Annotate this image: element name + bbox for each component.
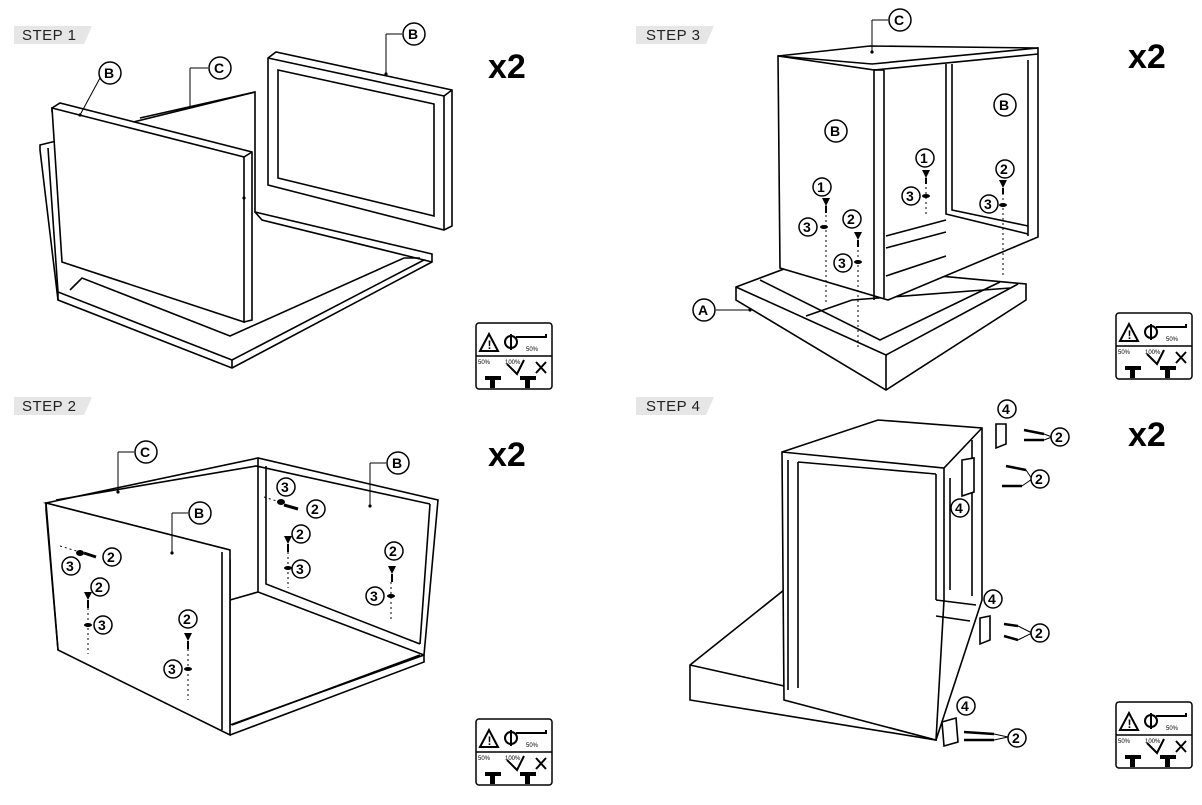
svg-text:2: 2 [1035,625,1043,641]
svg-text:2: 2 [1012,730,1020,746]
step-3-callout-c: C [871,8,912,52]
step-4-hardware: 4 2 2 4 4 2 4 [941,399,1070,748]
svg-text:50%: 50% [526,743,539,749]
svg-text:2: 2 [389,543,397,559]
step-3-base-a [735,262,1027,391]
step-2-callout-c: C [117,440,158,492]
svg-text:4: 4 [1002,401,1010,417]
step-2-hardware: 2 3 2 3 2 3 3 2 2 [59,477,404,700]
svg-text:3: 3 [98,617,106,633]
step-1-warning-badge: 50% 50% 100% [475,322,553,390]
svg-text:3: 3 [296,561,304,577]
svg-text:C: C [894,12,904,28]
step-3-callout-a: A [692,298,750,322]
step-3-label: STEP 3 [646,27,700,44]
svg-text:4: 4 [988,591,996,607]
step-3-callout-b-left: B [824,119,848,143]
svg-text:2: 2 [847,211,855,227]
svg-text:B: B [392,455,402,471]
svg-text:4: 4 [955,500,963,516]
step-1-panel: STEP 1 x2 B [14,22,553,390]
step-2-warning-badge: 50% 50% 100% [475,718,553,786]
step-3-carcass [777,45,1039,301]
svg-text:2: 2 [183,611,191,627]
svg-text:4: 4 [961,698,969,714]
svg-text:1: 1 [817,179,825,195]
step-3-multiplier: x2 [1128,38,1166,76]
svg-text:2: 2 [1055,429,1063,445]
svg-text:B: B [999,97,1009,113]
svg-text:B: B [194,505,204,521]
svg-text:2: 2 [296,526,304,542]
step-2-multiplier: x2 [488,436,526,474]
svg-text:3: 3 [168,661,176,677]
step-4-panel: STEP 4 x2 4 2 [636,397,1193,769]
svg-text:3: 3 [370,588,378,604]
step-4-label: STEP 4 [646,398,700,415]
svg-text:50%: 50% [478,360,491,366]
svg-text:50%: 50% [1118,350,1131,356]
step-1-label: STEP 1 [22,27,76,44]
step-2-box [42,457,439,737]
svg-text:100%: 100% [1145,739,1161,745]
svg-text:2: 2 [1035,471,1043,487]
step-2-tag-bg [14,397,92,415]
svg-text:2: 2 [107,549,115,565]
step-2-callout-b-right: B [369,451,410,506]
step-2-label: STEP 2 [22,398,76,415]
step-4-cabinet [689,419,983,741]
svg-text:2: 2 [1000,161,1008,177]
svg-text:2: 2 [95,579,103,595]
step-1-callout-b-left: B [79,61,122,116]
svg-text:100%: 100% [505,756,521,762]
step-1-tag-bg [14,26,92,44]
svg-text:3: 3 [803,219,811,235]
step-4-multiplier: x2 [1128,416,1166,454]
svg-text:B: B [408,26,418,42]
svg-text:C: C [140,444,150,460]
step-1-callout-c: C [189,56,232,108]
svg-text:2: 2 [311,501,319,517]
svg-text:3: 3 [984,196,992,212]
step-4-tag-bg [636,397,714,415]
svg-text:3: 3 [838,255,846,271]
svg-text:3: 3 [281,479,289,495]
step-3-callout-b-right: B [993,93,1017,117]
svg-text:B: B [830,123,840,139]
svg-text:50%: 50% [1118,739,1131,745]
step-1-multiplier: x2 [488,48,526,86]
step-3-warning-badge: 50% 50% 100% [1115,312,1193,380]
svg-text:50%: 50% [1166,726,1179,732]
step-4-warning-badge: 50% 50% 100% [1115,701,1193,769]
svg-text:C: C [214,60,224,76]
svg-text:100%: 100% [1145,350,1161,356]
step-3-tag-bg [636,26,714,44]
step-1-panel-b-front [51,102,253,324]
svg-text:3: 3 [66,558,74,574]
svg-text:100%: 100% [505,360,521,366]
svg-text:50%: 50% [478,756,491,762]
step-2-panel: STEP 2 x2 2 [14,397,553,786]
step-3-panel: STEP 3 x2 [636,8,1193,391]
svg-text:B: B [104,65,114,81]
svg-text:50%: 50% [526,347,539,353]
step-1-callout-b-right: B [385,22,426,74]
svg-text:50%: 50% [1166,337,1179,343]
step-3-hardware: 1 3 2 3 1 3 2 3 [798,148,1015,348]
svg-text:3: 3 [906,188,914,204]
step-2-callout-b-left: B [171,501,212,553]
svg-text:1: 1 [920,150,928,166]
svg-text:A: A [698,302,708,318]
step-1-panel-b-right [267,51,453,231]
